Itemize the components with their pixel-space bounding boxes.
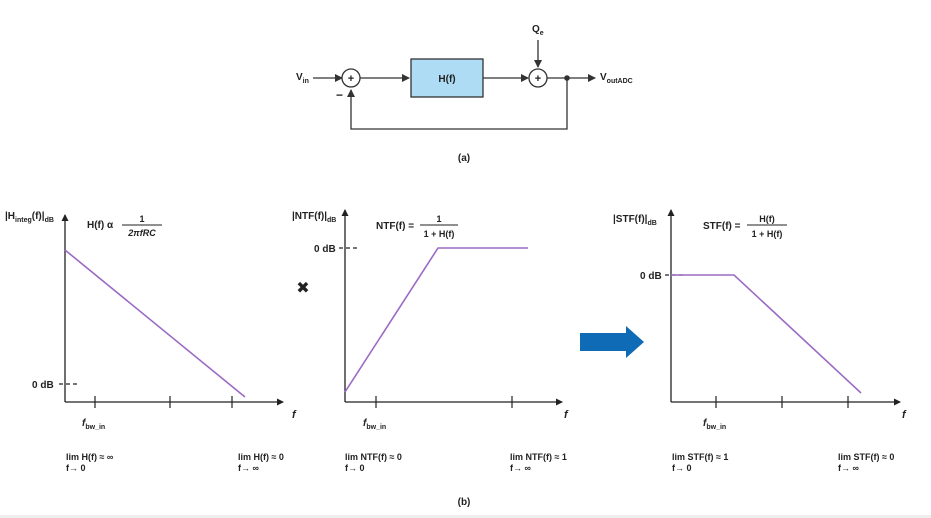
multiply-icon: ✖	[296, 280, 309, 297]
stf-eq-den: 1 + H(f)	[752, 229, 783, 239]
limit-low-arrow: f→ 0	[345, 463, 365, 473]
limit-high-arrow: f→ ∞	[238, 463, 259, 473]
stf-curve	[671, 274, 862, 394]
ntf-eq-lhs: NTF(f) =	[376, 221, 414, 232]
limit-low-text: lim H(f) ≈ ∞	[66, 452, 114, 462]
stf-plot: |STF(f)|dB STF(f) = H(f) 1 + H(f) 0 dB f…	[613, 209, 907, 473]
limit-low-arrow: f→ 0	[66, 463, 86, 473]
x-axis-label: f	[292, 409, 297, 421]
limit-high-arrow: f→ ∞	[510, 463, 531, 473]
ntf-eq-den: 1 + H(f)	[424, 229, 455, 239]
zero-db-label: 0 dB	[314, 244, 336, 255]
bandwidth-tick-label: fbw_in	[703, 418, 726, 431]
result-arrow-icon	[580, 326, 644, 358]
integrator-plot: |Hinteg(f)|dB H(f) α 1 2πfRC 0 dB f fbw_…	[5, 211, 297, 473]
y-axis-label: |Hinteg(f)|dB	[5, 211, 54, 224]
stf-eq-num: H(f)	[759, 214, 775, 224]
block-diagram: Vin + − H(f) + Qe VoutADC (a)	[296, 24, 633, 164]
x-axis-label: f	[564, 409, 569, 421]
feedback-path	[347, 78, 568, 130]
zero-db-label: 0 dB	[640, 271, 662, 282]
bandwidth-tick-label: fbw_in	[82, 418, 105, 431]
feedback-minus: −	[336, 88, 343, 102]
x-axis-label: f	[902, 409, 907, 421]
qe-label: Qe	[532, 24, 544, 37]
integrator-eq-den: 2πfRC	[127, 228, 156, 238]
limit-high-text: lim STF(f) ≈ 0	[838, 452, 894, 462]
integrator-eq-num: 1	[139, 214, 144, 224]
limit-low-arrow: f→ 0	[672, 463, 692, 473]
sum1-plus: +	[348, 73, 354, 85]
ntf-curve	[344, 247, 528, 393]
stf-eq-lhs: STF(f) =	[703, 221, 741, 232]
limit-high-text: lim NTF(f) ≈ 1	[510, 452, 567, 462]
zero-db-label: 0 dB	[32, 380, 54, 391]
limit-low-text: lim NTF(f) ≈ 0	[345, 452, 402, 462]
ntf-plot: |NTF(f)|dB NTF(f) = 1 1 + H(f) 0 dB f fb…	[292, 209, 569, 473]
y-axis-label: |STF(f)|dB	[613, 214, 657, 227]
vout-label: VoutADC	[600, 72, 633, 85]
limit-low-text: lim STF(f) ≈ 1	[672, 452, 728, 462]
bandwidth-tick-label: fbw_in	[363, 418, 386, 431]
integrator-curve	[64, 249, 246, 398]
limit-high-text: lim H(f) ≈ 0	[238, 452, 284, 462]
ntf-eq-num: 1	[436, 214, 441, 224]
transfer-function-label: H(f)	[438, 74, 455, 85]
integrator-eq-lhs: H(f) α	[87, 220, 114, 231]
caption-a: (a)	[458, 153, 470, 164]
bottom-rule	[0, 515, 931, 518]
transfer-function-block	[410, 58, 484, 98]
caption-b: (b)	[458, 497, 471, 508]
y-axis-label: |NTF(f)|dB	[292, 211, 336, 224]
limit-high-arrow: f→ ∞	[838, 463, 859, 473]
sum2-plus: +	[535, 73, 541, 85]
vin-label: Vin	[296, 72, 309, 85]
